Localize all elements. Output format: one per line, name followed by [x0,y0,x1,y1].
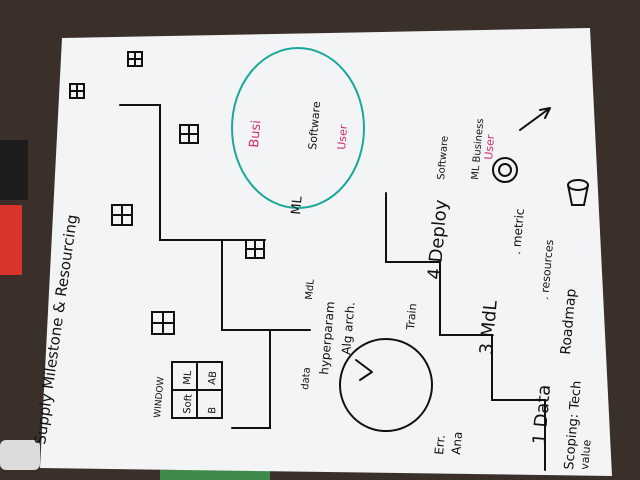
matrix-cell-ab: AB [207,371,219,386]
red-object [0,205,22,275]
window-matrix [171,361,223,419]
train-label: Train [404,303,419,331]
matrix-cell-b: B [207,406,219,414]
resource-icon-5 [245,239,265,259]
rocket-icon [519,107,551,131]
window-label: WINDOW [153,376,167,418]
dark-object [0,140,28,200]
step-mdl: 3 MdL [476,300,502,356]
circle-busi: Busi [247,120,264,149]
bucket-icon [567,179,589,206]
loop-arrow [355,359,373,381]
matrix-cell-ml: ML [182,370,194,386]
right-user: User [482,134,497,161]
resources-label: . resources [538,239,556,300]
target-icon [492,157,518,183]
roadmap-label: Roadmap [558,288,580,355]
green-marker [160,470,270,480]
ink-drawing [69,51,589,471]
venn-circle [231,47,365,209]
note-data: data [300,367,313,390]
resource-icon-6 [151,311,175,335]
whiteboard [40,28,612,476]
circle-user: User [335,124,350,151]
marker-cap [0,440,40,470]
matrix-cell-soft: Soft [182,394,195,415]
right-software: Software [436,135,451,180]
metric-label: . metric [509,208,527,255]
step-data: 1 Data [529,384,555,446]
resource-icon-4 [111,204,133,226]
ana-label: Ana [449,431,465,455]
project-staircase [385,192,546,471]
circle-software: Software [306,101,323,151]
err-label: Err. [432,434,448,455]
train-loop-circle [339,338,433,432]
resource-icon-1 [69,83,85,99]
resource-icon-3 [179,124,199,144]
right-ml-busi: ML Business [470,118,486,180]
resource-icon-2 [127,51,143,67]
scoping-value: value [578,439,594,470]
milestone-staircase [119,104,271,429]
note-hyperparam: hyperparam [317,301,337,376]
note-alg-arch: Alg arch. [339,301,358,355]
note-mdl: MdL [304,278,317,300]
circle-ml: ML [289,195,306,215]
